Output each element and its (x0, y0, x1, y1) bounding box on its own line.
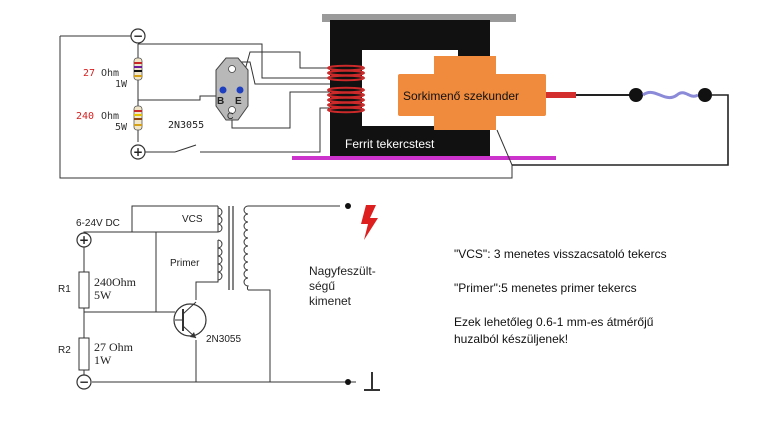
supply-label: 6-24V DC (76, 218, 120, 229)
primer-note: "Primer":5 menetes primer tekercs (454, 281, 637, 295)
hv-out-bottom-terminal-icon (345, 379, 351, 385)
r2-label: R2 (58, 345, 71, 356)
r1-resistor-icon (78, 271, 90, 309)
wire-note-line1: Ezek lehetőleg 0.6-1 mm-es átmérőjű (454, 315, 654, 329)
r1-power: 5W (94, 288, 112, 302)
schem-minus-terminal-icon (76, 374, 92, 390)
schematic-section: + − (58, 203, 380, 391)
pin-c-label: C (227, 111, 234, 121)
wire-note-line2: huzalból készüljenek! (454, 332, 568, 346)
wire-switch-to-coil (200, 107, 330, 153)
schem-plus-terminal-icon (76, 232, 92, 248)
primer-label: Primer (170, 258, 200, 269)
r1-value: 240Ohm (94, 275, 137, 289)
npn-transistor-icon (173, 301, 207, 339)
secondary-label: Sorkimenő szekunder (403, 89, 519, 103)
r1-label: R1 (58, 284, 71, 295)
minus-terminal-icon (130, 28, 146, 44)
secondary-winding-block-icon (398, 56, 576, 130)
vcs-coil-icon (217, 207, 223, 233)
magenta-bar (292, 156, 556, 160)
spark-electrode-left-icon (629, 88, 643, 102)
wire-collector (231, 91, 330, 129)
r-small-value: 27 (83, 68, 95, 79)
ground-icon (364, 372, 380, 391)
wire-emitter (244, 51, 330, 71)
vcs-label: VCS (182, 214, 203, 225)
output-label-line2: ségű (309, 279, 335, 293)
wire-hv-bottom (248, 289, 271, 382)
wire-secondary-return (496, 129, 513, 166)
output-label-line3: kimenet (309, 294, 352, 308)
spark-icon (361, 205, 378, 240)
wire-hv-return (512, 94, 729, 166)
spark-electrode-right-icon (698, 88, 712, 102)
pin-e-label: E (235, 96, 242, 107)
wire-neg-to-coil (138, 43, 330, 79)
transistor-label-top: 2N3055 (168, 120, 204, 131)
transistor-to3-icon (215, 57, 249, 121)
notes-section: "VCS": 3 menetes visszacsatoló tekercs "… (454, 247, 667, 346)
wire-outer-loop (59, 36, 513, 179)
r-large-value: 240 (76, 111, 94, 122)
r-large-power: 5W (115, 122, 128, 133)
resistor-240ohm-icon (133, 105, 143, 131)
schem-plus-symbol: + (79, 233, 89, 247)
schem-minus-symbol: − (79, 375, 89, 389)
plus-symbol: + (133, 145, 143, 159)
hv-out-top-terminal-icon (345, 203, 351, 209)
r-large-unit: Ohm (101, 111, 119, 122)
primary-winding-icon (327, 64, 365, 114)
schem-transistor-label: 2N3055 (206, 334, 241, 345)
pictorial-section: − + 27 Ohm 1W 240 Ohm 5W (59, 14, 729, 179)
wire-vcs-top (131, 205, 218, 232)
wire-primer-collector (195, 240, 219, 300)
hv-secondary-coil-icon (243, 205, 249, 291)
vcs-note: "VCS": 3 menetes visszacsatoló tekercs (454, 247, 667, 261)
minus-symbol: − (133, 29, 143, 43)
output-label-line1: Nagyfeszült- (309, 264, 376, 278)
r-small-power: 1W (115, 79, 128, 90)
wire-base (138, 95, 218, 101)
pin-b-label: B (217, 96, 224, 107)
core-label: Ferrit tekercstest (345, 137, 435, 151)
arc-icon (642, 90, 699, 100)
r2-resistor-icon (78, 337, 90, 371)
switch-lever (174, 144, 197, 153)
r2-value: 27 Ohm (94, 340, 134, 354)
r2-power: 1W (94, 353, 112, 367)
wire-feedback (238, 61, 330, 85)
r-small-unit: Ohm (101, 68, 119, 79)
primer-coil-icon (217, 239, 223, 281)
plus-terminal-icon (130, 144, 146, 160)
resistor-27ohm-icon (133, 57, 143, 81)
wire-top-rail (83, 231, 218, 238)
